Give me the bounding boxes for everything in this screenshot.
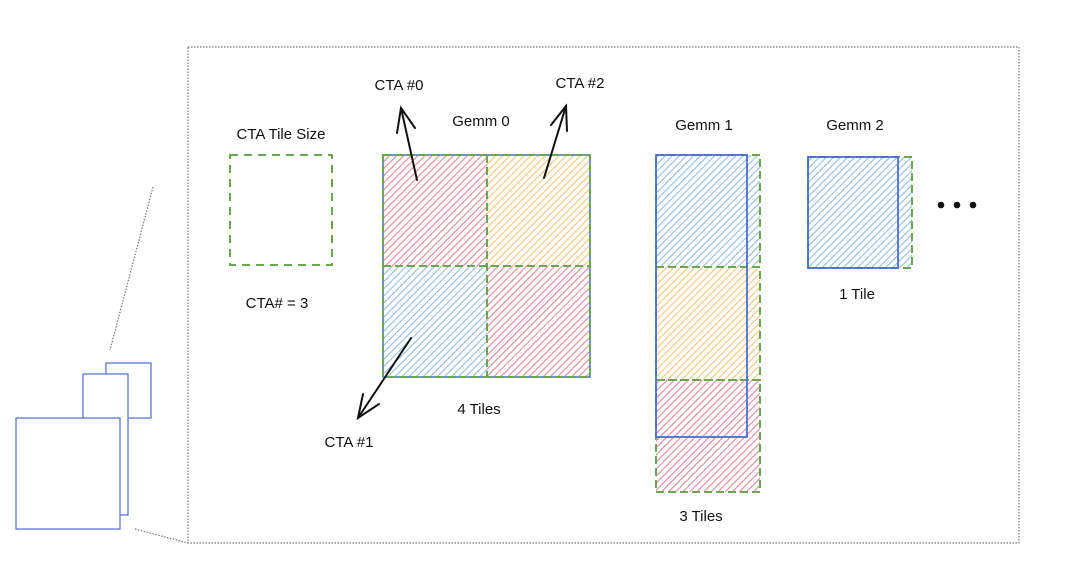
gemm0-tile-1 bbox=[487, 155, 590, 266]
gemm0-grid bbox=[382, 154, 591, 378]
tile-size-title: CTA Tile Size bbox=[237, 126, 326, 143]
gemm2-caption: 1 Tile bbox=[839, 286, 875, 303]
gemm1-column bbox=[655, 154, 761, 493]
gemm1-title: Gemm 1 bbox=[675, 117, 733, 134]
gemm0-tile-2 bbox=[383, 266, 487, 377]
gemm2-tile-0 bbox=[808, 157, 912, 268]
gemm0-tile-0 bbox=[383, 155, 487, 266]
cta-count-label: CTA# = 3 bbox=[246, 295, 309, 312]
cta2-arrow bbox=[543, 103, 568, 179]
gemm0-title: Gemm 0 bbox=[452, 113, 510, 130]
gemm2-block bbox=[807, 156, 913, 269]
stacked-gemms-icon bbox=[15, 362, 152, 530]
gemm1-tile-0 bbox=[656, 155, 760, 267]
zoom-frame bbox=[187, 46, 1020, 544]
gemm1-tile-1 bbox=[656, 267, 760, 380]
gemm2-border bbox=[807, 156, 899, 269]
cta0-label: CTA #0 bbox=[375, 77, 424, 94]
cta0-arrow bbox=[396, 105, 418, 181]
gemm1-border bbox=[655, 154, 748, 438]
gemm0-tile-3 bbox=[487, 266, 590, 377]
gemm1-tile-2 bbox=[656, 380, 760, 492]
more-gemms-ellipsis bbox=[937, 201, 977, 209]
tile-size-box bbox=[229, 154, 333, 266]
cta2-label: CTA #2 bbox=[556, 75, 605, 92]
gemm0-caption: 4 Tiles bbox=[457, 401, 500, 418]
cta1-arrow bbox=[356, 337, 412, 421]
gemm2-title: Gemm 2 bbox=[826, 117, 884, 134]
zoom-connector-bottom bbox=[134, 528, 189, 544]
zoom-connector-top bbox=[109, 186, 154, 351]
gemm1-caption: 3 Tiles bbox=[679, 508, 722, 525]
cta1-label: CTA #1 bbox=[325, 434, 374, 451]
